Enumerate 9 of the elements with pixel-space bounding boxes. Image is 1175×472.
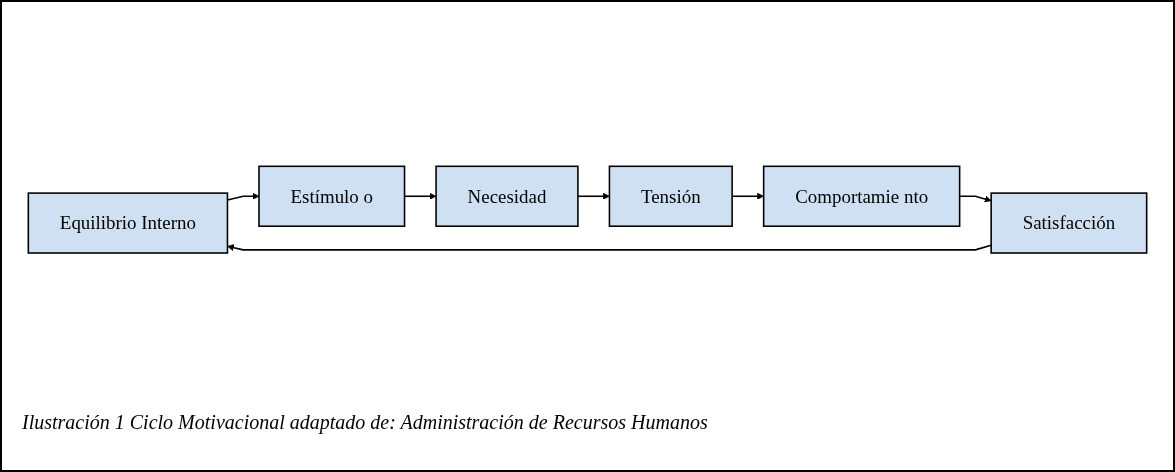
figure-caption: Ilustración 1 Ciclo Motivacional adaptado de: Administración de Recursos Humanos <box>22 411 709 434</box>
node-box: Comportamie nto <box>762 165 961 227</box>
arrow <box>227 244 992 251</box>
node-box: Tensión <box>608 165 733 227</box>
node-box: Estímulo o <box>258 165 406 227</box>
node-box: Satisfacción <box>990 192 1148 254</box>
node-box: Equilibrio Interno <box>27 192 229 254</box>
arrow <box>577 192 610 200</box>
node-box: Necesidad <box>435 165 579 227</box>
